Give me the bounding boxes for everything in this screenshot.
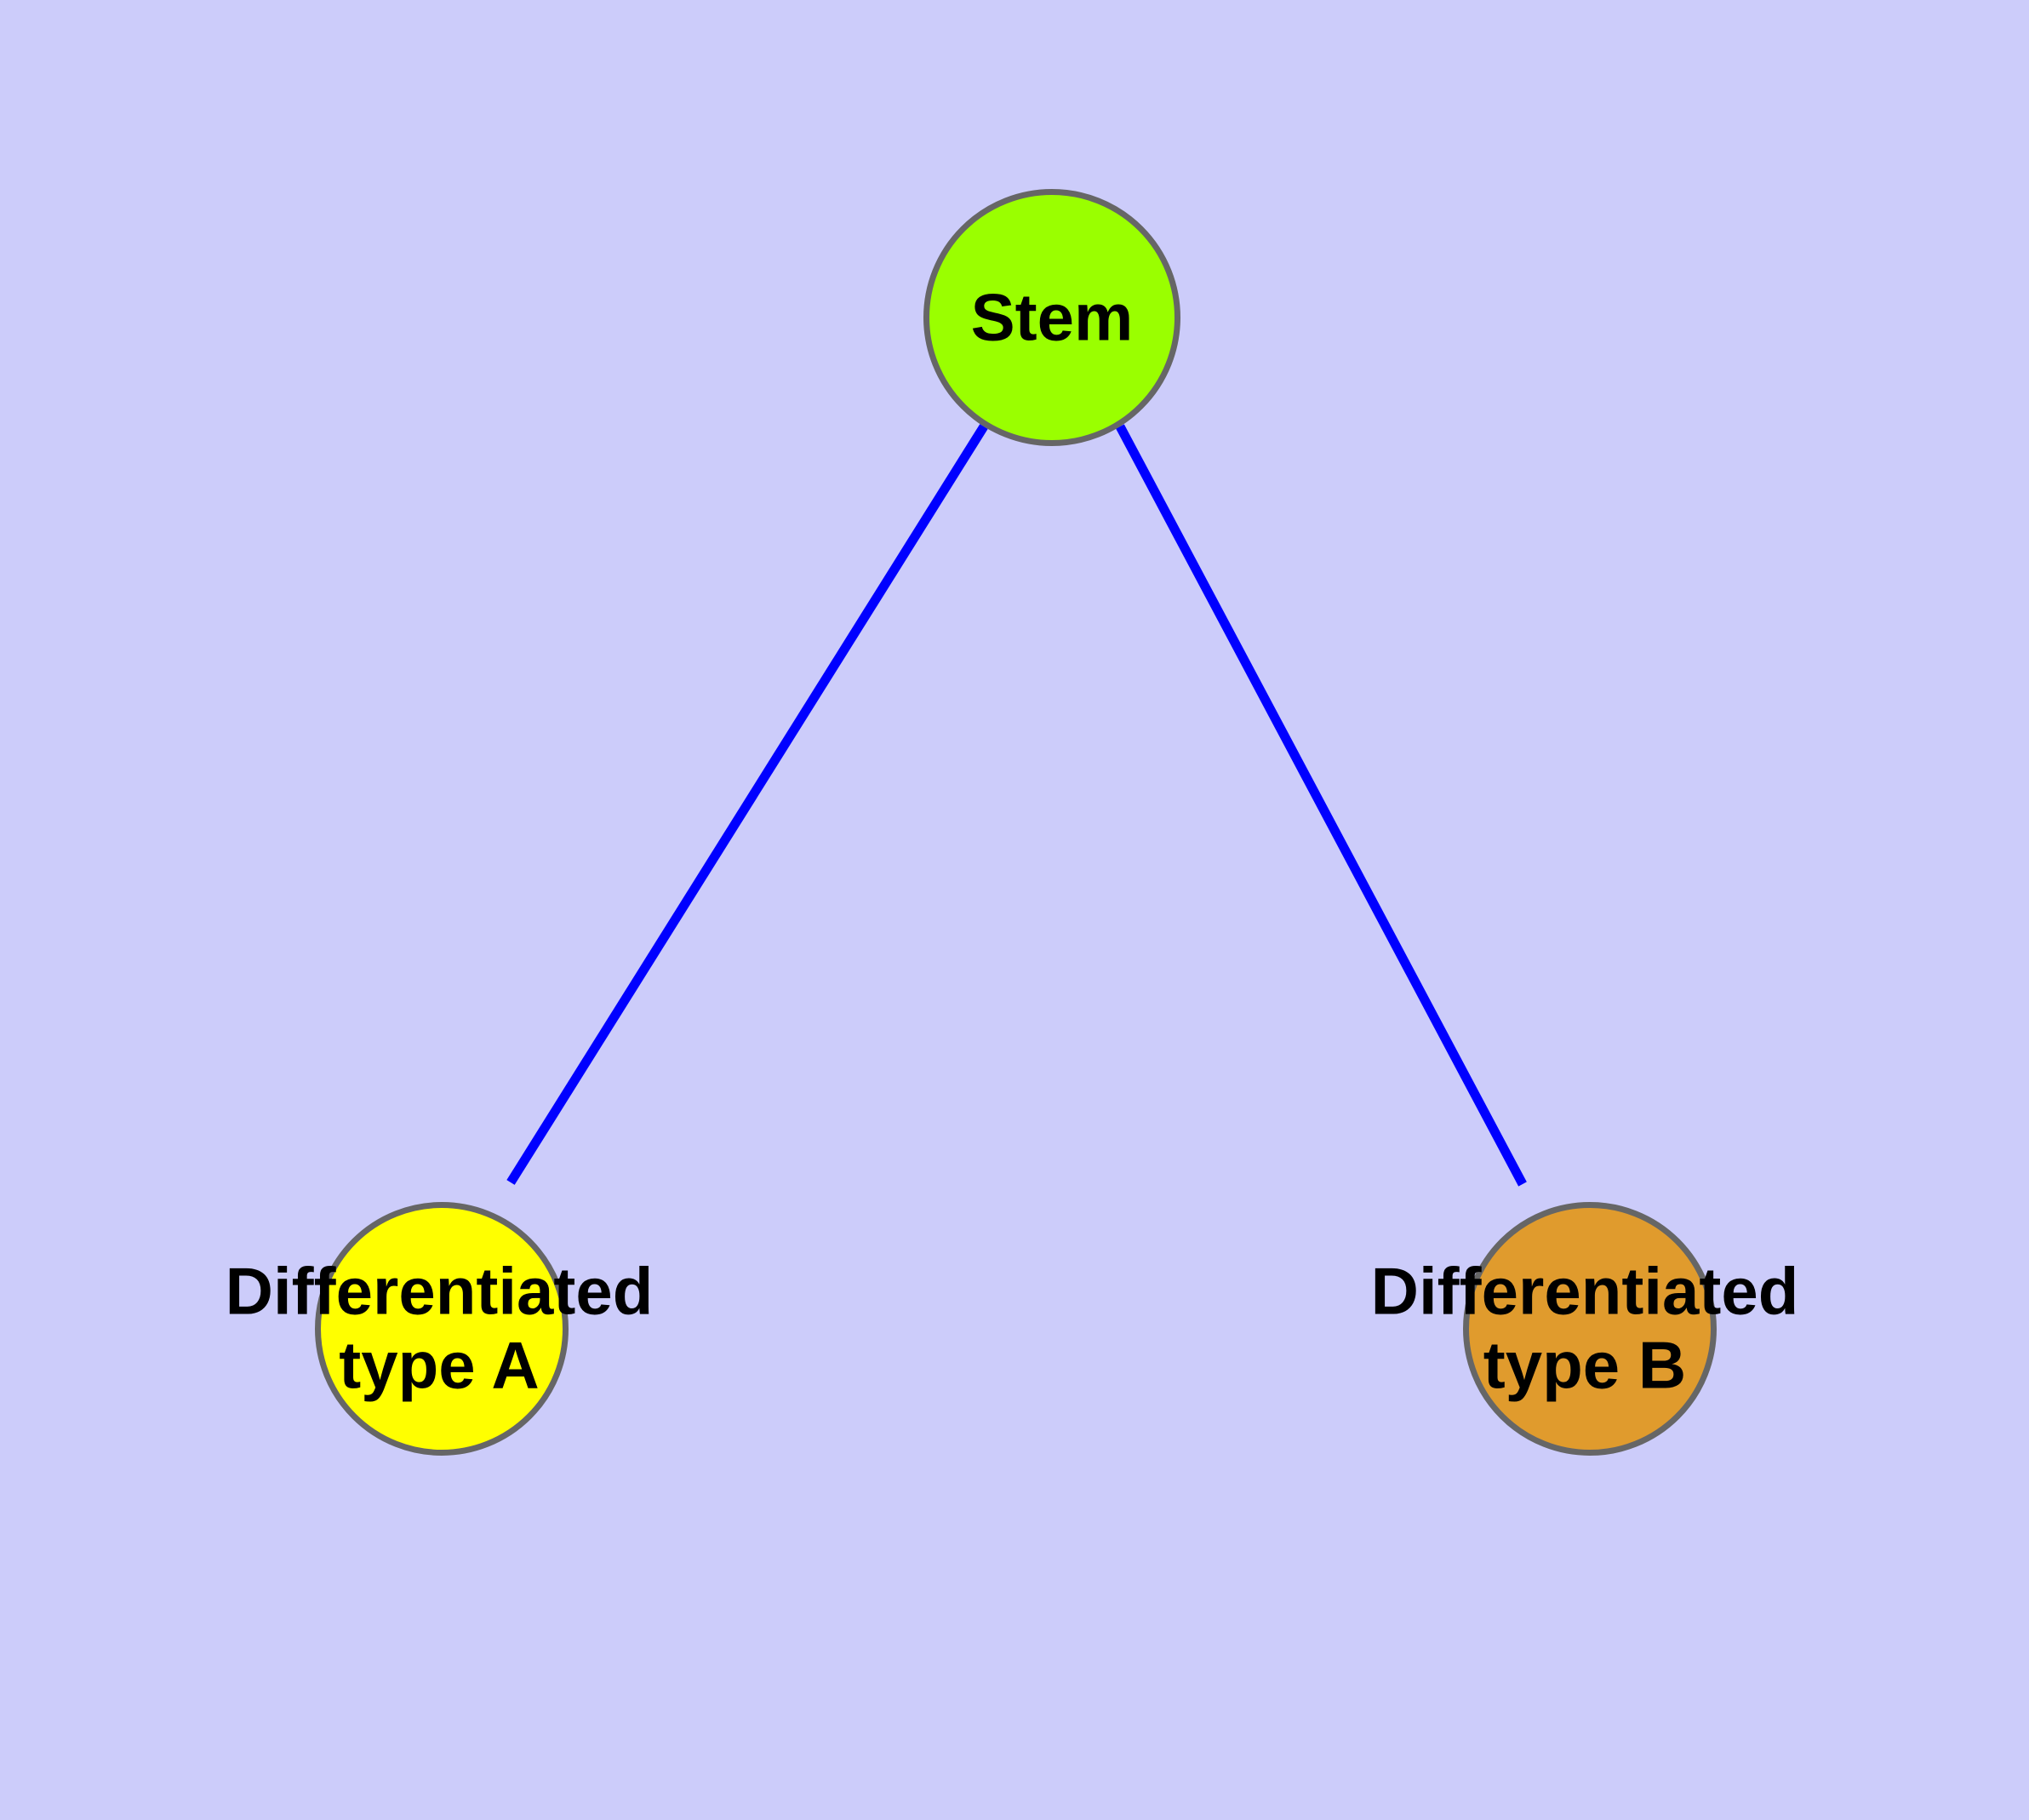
edge-stem-to-differentiated-type-b (1116, 424, 1527, 1187)
edge-stem-to-differentiated-type-a (506, 424, 988, 1185)
node-stem[interactable] (923, 189, 1180, 446)
node-differentiated-type-b[interactable] (1463, 1202, 1717, 1456)
node-differentiated-type-a[interactable] (315, 1202, 569, 1456)
